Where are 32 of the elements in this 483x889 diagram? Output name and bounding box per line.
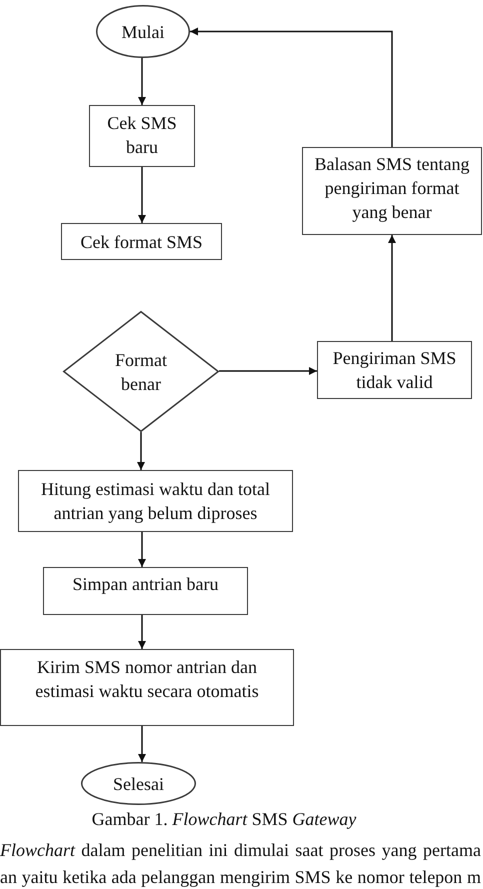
process-box: [0, 649, 294, 726]
process-label: Kirim SMS nomor antrian dan estimasi waktu secara otomatis: [34, 656, 260, 703]
arrow: [138, 532, 146, 567]
process-label: Pengiriman SMS tidak valid: [332, 347, 458, 394]
arrow: [138, 58, 146, 105]
process-label: Simpan antrian baru: [72, 573, 218, 596]
process-label: Cek SMS baru: [106, 112, 178, 159]
decision-label: Format benar: [114, 348, 168, 396]
terminal-label: Mulai: [122, 20, 164, 44]
arrow: [388, 235, 396, 341]
body-text: Flowchart dalam penelitian ini dimulai saat proses yang pertama: [0, 839, 481, 861]
arrow: [138, 615, 146, 649]
process-box: [61, 223, 222, 260]
arrow: [138, 726, 146, 762]
process-box: [302, 147, 482, 235]
process-box: [18, 470, 293, 532]
process-label: Balasan SMS tentang pengiriman format yang benar: [314, 153, 470, 224]
arrow: [138, 167, 146, 223]
figure-caption: Gambar 1. Flowchart SMS Gateway: [92, 808, 356, 830]
arrow: [137, 432, 145, 470]
terminal-ellipse: [96, 5, 190, 58]
process-label: Cek format SMS: [80, 230, 202, 254]
terminal-ellipse: [81, 762, 196, 805]
terminal-label: Selesai: [113, 772, 164, 796]
process-label: Hitung estimasi waktu dan total antrian yang belum diproses: [40, 478, 271, 525]
process-box: [89, 105, 195, 167]
process-box: [317, 341, 472, 399]
process-box: [43, 567, 248, 615]
decision-diamond: [63, 311, 219, 432]
body-text: an yaitu ketika ada pelanggan mengirim SMS ke nomor telepon m: [0, 866, 481, 888]
arrow: [190, 28, 393, 147]
arrow: [219, 367, 317, 375]
